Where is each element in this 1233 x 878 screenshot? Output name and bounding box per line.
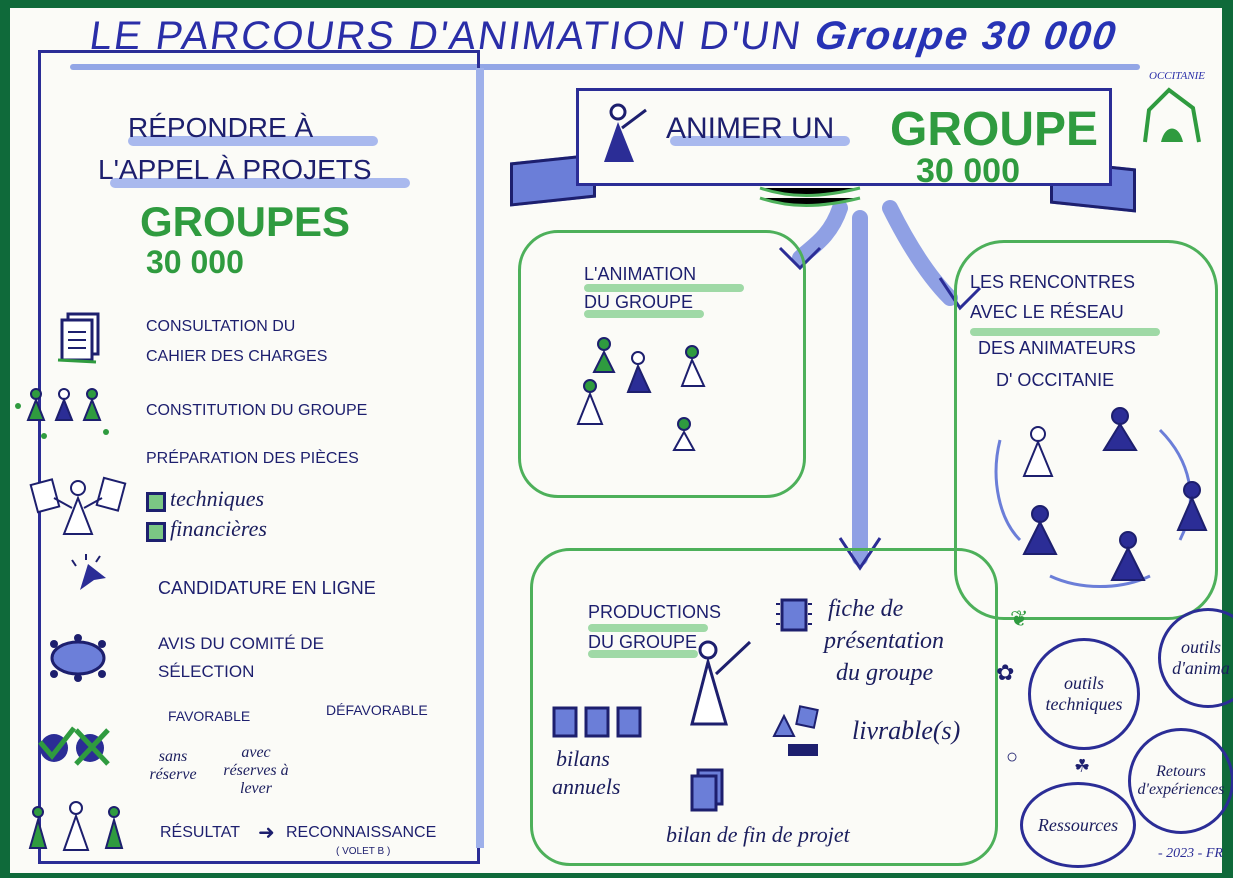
document-stack-icon (57, 312, 100, 364)
bilans-line2: annuels (552, 774, 621, 799)
heading-highlight (128, 136, 378, 146)
step-constitution: CONSTITUTION DU GROUPE (146, 402, 368, 419)
occitanie-logo: OCCITANIE (1135, 70, 1215, 150)
left-heading-line1: RÉPONDRE À (128, 112, 314, 143)
step-avis-line1: AVIS DU COMITÉ DE (158, 634, 324, 653)
banner-text2: GROUPE (890, 103, 1099, 156)
apple-icon: ○ (1006, 746, 1019, 768)
step-consultation-line1: CONSULTATION DU (146, 318, 296, 335)
drawing-sheet: LE PARCOURS D'ANIMATION D'UN Groupe 30 0… (10, 8, 1233, 873)
reconnaissance-label: RECONNAISSANCE (286, 824, 437, 841)
defavorable-label: DÉFAVORABLE (326, 702, 428, 718)
favorable-label: FAVORABLE (168, 708, 251, 724)
title-underline (70, 64, 1140, 70)
rencontres-line3: DES ANIMATEURS (978, 338, 1136, 358)
person-drawing-icon (690, 640, 752, 726)
left-heading-line2: L'APPEL À PROJETS (98, 154, 372, 185)
avec-reserves-label: avec réserves à lever (223, 744, 289, 797)
person-waving-icon (604, 103, 647, 162)
productions-highlight (588, 650, 698, 658)
bubble-ressources: Ressources (1020, 782, 1136, 868)
banner-text3: 30 000 (916, 152, 1020, 190)
animation-line2: DU GROUPE (584, 292, 694, 312)
framed-document-icon (776, 598, 812, 632)
arrow-right-icon: ➜ (258, 822, 275, 844)
checkbox-techniques-icon (146, 492, 166, 512)
step-financieres: financières (170, 516, 267, 541)
volet-label: ( VOLET B ) (336, 846, 391, 857)
bubble-outils-techniques: outils techniques (1028, 638, 1140, 750)
signature: - 2023 - FR (1158, 846, 1223, 861)
bubble-outils-animation: outils d'anima (1158, 608, 1233, 708)
fiche-line2: présentation (824, 628, 944, 654)
banner-text1: ANIMER UN (666, 112, 835, 145)
committee-table-icon (50, 634, 106, 682)
heading-highlight (110, 178, 410, 188)
bubble-retours: Retours d'expériences (1128, 728, 1233, 834)
step-consultation-line2: CAHIER DES CHARGES (146, 348, 328, 365)
step-techniques: techniques (170, 486, 265, 511)
group-people-icon (15, 388, 109, 439)
rencontres-highlight (970, 328, 1160, 336)
step-candidature: CANDIDATURE EN LIGNE (158, 578, 376, 598)
person-with-papers-icon (29, 476, 127, 535)
annual-reports-icon (552, 706, 642, 738)
livrables-label: livrable(s) (852, 716, 961, 745)
productions-highlight (588, 624, 708, 632)
plant-icon: ✿ (996, 660, 1015, 685)
productions-heading-line1: PRODUCTIONS (588, 602, 722, 622)
banner-highlight (670, 136, 850, 146)
step-preparation: PRÉPARATION DES PIÈCES (146, 450, 359, 467)
fiche-line3: du groupe (836, 660, 934, 686)
group-members-icon (576, 337, 706, 451)
rencontres-line4: D' OCCITANIE (996, 370, 1115, 390)
groups-label: GROUPES (140, 198, 351, 245)
rencontres-box (954, 240, 1218, 620)
productions-heading-line2: DU GROUPE (588, 632, 698, 652)
sans-reserve-label: sans réserve (149, 748, 197, 783)
productions-box (530, 548, 998, 866)
final-report-icon (690, 768, 724, 812)
flow-arrows (759, 186, 982, 571)
rencontres-line2: AVEC LE RÉSEAU (970, 302, 1124, 322)
cursor-click-icon (71, 554, 106, 590)
resultat-label: RÉSULTAT (160, 824, 241, 841)
shapes-icon (772, 705, 819, 756)
animation-line1: L'ANIMATION (584, 264, 697, 284)
cow-icon: ☘ (1074, 756, 1091, 776)
people-celebrating-icon (28, 801, 124, 851)
wheat-icon: ❦ (1010, 606, 1029, 631)
approve-reject-icon (38, 726, 110, 766)
animation-box (518, 230, 806, 498)
animation-highlight (584, 284, 744, 292)
network-circle-icon (994, 407, 1208, 588)
step-avis-line2: SÉLECTION (158, 662, 255, 681)
checkbox-financieres-icon (146, 522, 166, 542)
bilans-line1: bilans (556, 746, 610, 771)
fiche-line1: fiche de (828, 596, 904, 622)
animation-highlight (584, 310, 704, 318)
rencontres-line1: LES RENCONTRES (970, 272, 1136, 292)
groups-number: 30 000 (146, 244, 244, 280)
left-panel-shadow (476, 68, 484, 848)
bilan-fin-label: bilan de fin de projet (666, 822, 850, 847)
